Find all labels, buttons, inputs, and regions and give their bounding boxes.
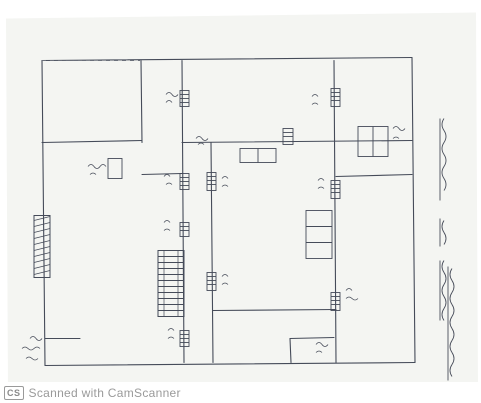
handwritten-labels [21, 92, 406, 361]
corner-room-wall [289, 337, 292, 364]
bottom-room-wall [212, 308, 337, 312]
door-symbols [179, 88, 341, 347]
scanner-watermark: CS Scanned with CamScanner [0, 382, 481, 403]
camscanner-logo-icon: CS [4, 385, 24, 400]
corner-room-wall [289, 336, 335, 340]
watermark-text: Scanned with CamScanner [28, 385, 181, 400]
room-wall [41, 139, 143, 144]
small-room-wall [141, 172, 183, 176]
outer-wall-right [411, 56, 416, 364]
corridor-wall-right [210, 141, 214, 364]
outer-wall-bottom [44, 361, 416, 367]
staircase [157, 250, 185, 317]
outer-wall-left [41, 59, 46, 367]
room-wall [140, 59, 143, 144]
room-wall-right-divider [335, 173, 413, 178]
outer-wall-top [41, 56, 413, 62]
scanned-paper [6, 12, 478, 391]
hatched-pillar-left [33, 215, 51, 278]
fixtures [107, 126, 389, 259]
margin-notes [439, 118, 455, 381]
paper-sheet [6, 12, 478, 391]
room-wall-right [333, 59, 337, 364]
hall-wall [181, 139, 413, 144]
